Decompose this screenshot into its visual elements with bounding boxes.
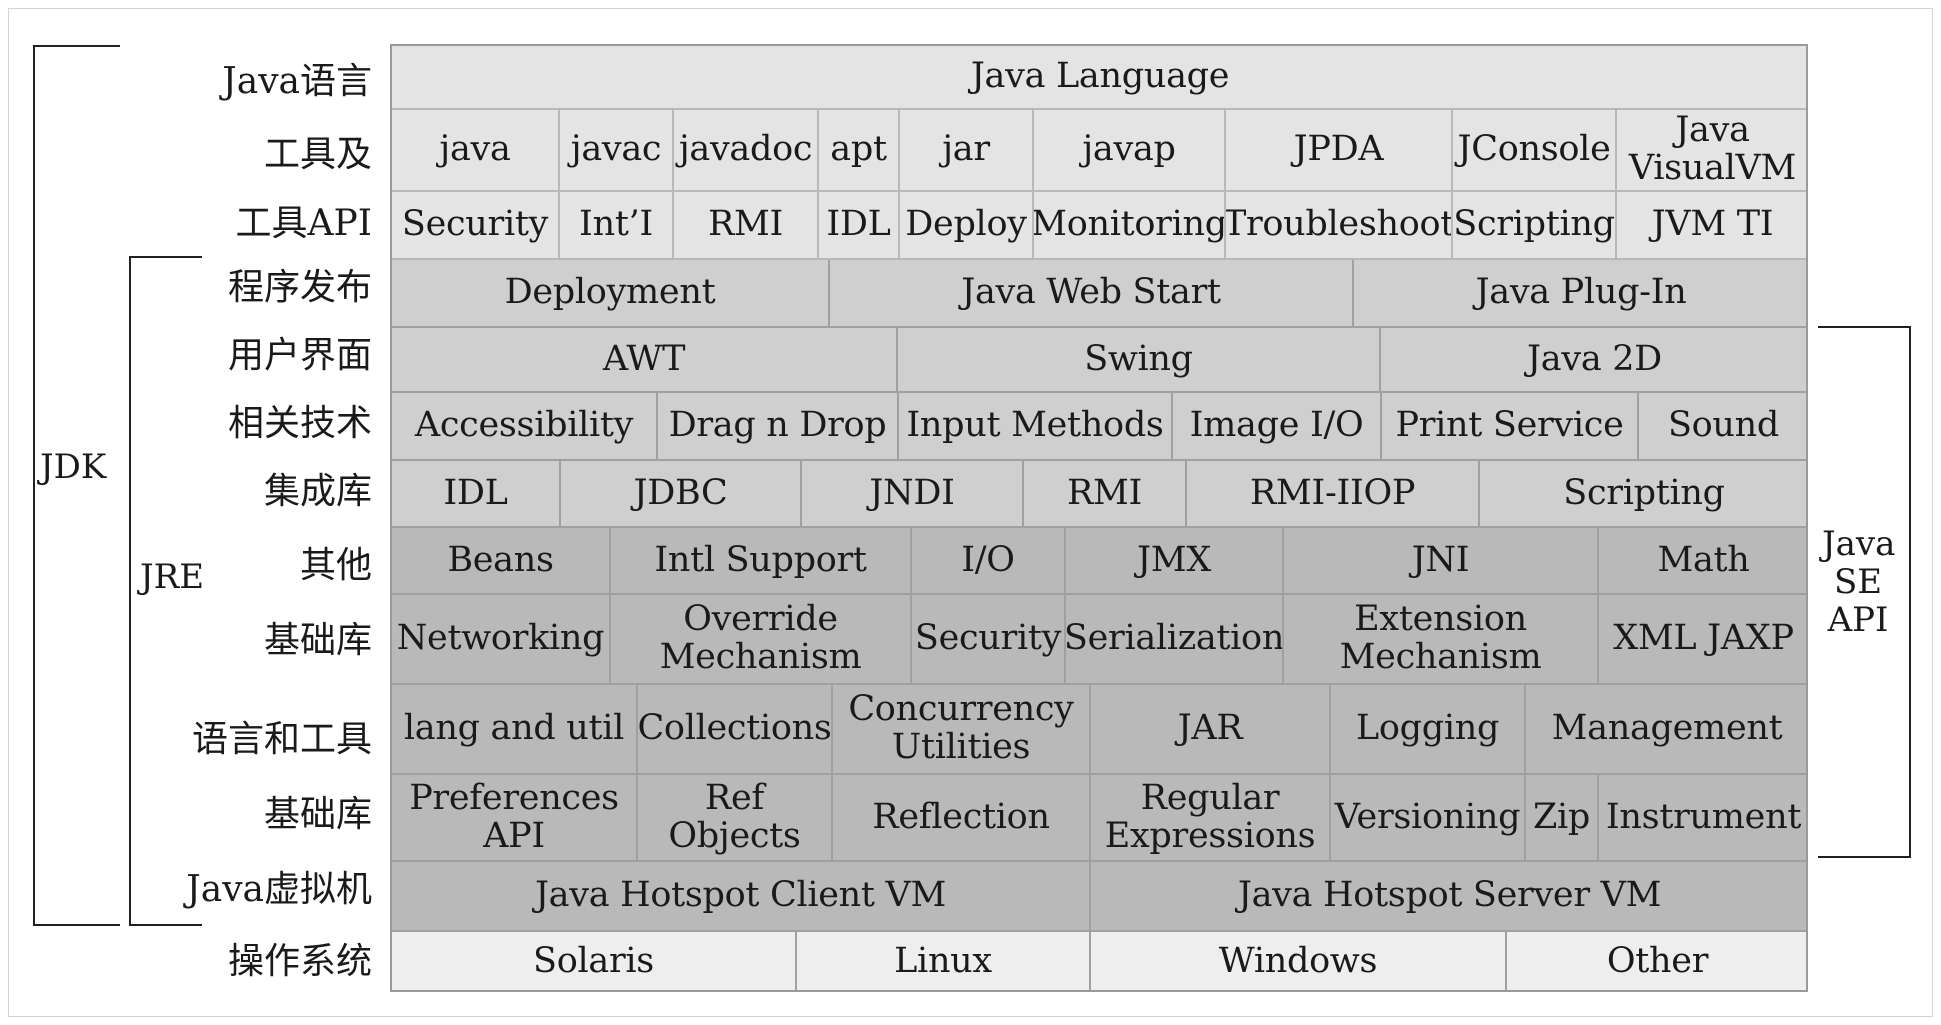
component-cell: Networking: [392, 595, 611, 685]
component-cell: AWT: [392, 328, 898, 393]
component-cell: Java 2D: [1381, 328, 1806, 393]
component-cell: Zip: [1526, 775, 1599, 862]
component-cell: JVM TI: [1617, 192, 1806, 260]
component-cell: JConsole: [1453, 110, 1617, 192]
component-cell: javap: [1034, 110, 1226, 192]
component-cell: Other: [1507, 932, 1806, 990]
component-cell: Java Hotspot Server VM: [1091, 862, 1806, 932]
component-cell: Troubleshoot: [1226, 192, 1453, 260]
component-cell: RMI: [674, 192, 819, 260]
component-cell: javadoc: [674, 110, 819, 192]
component-cell: Reflection: [833, 775, 1091, 862]
component-cell: XML JAXP: [1599, 595, 1806, 685]
component-cell: Instrument: [1599, 775, 1806, 862]
component-cell: Scripting: [1453, 192, 1617, 260]
component-cell: Security: [912, 595, 1066, 685]
component-cell: Collections: [638, 685, 833, 775]
component-cell: Solaris: [392, 932, 797, 990]
component-cell: I/O: [912, 528, 1066, 595]
component-cell: Java Web Start: [830, 260, 1354, 328]
row-label: 相关技术: [227, 403, 372, 444]
component-cell: Regular Expressions: [1091, 775, 1331, 862]
component-cell: Extension Mechanism: [1284, 595, 1599, 685]
component-cell: Print Service: [1382, 393, 1639, 461]
component-cell: Deployment: [392, 260, 830, 328]
component-cell: Math: [1599, 528, 1806, 595]
component-cell: JDBC: [561, 461, 802, 528]
java-se-api-bracket: [1818, 326, 1911, 858]
jre-label: JRE: [140, 557, 205, 597]
component-cell: JNI: [1284, 528, 1599, 595]
component-cell: Beans: [392, 528, 611, 595]
component-cell: RMI-IIOP: [1187, 461, 1480, 528]
component-cell: Linux: [797, 932, 1091, 990]
row-label: 基础库: [263, 620, 372, 661]
component-cell: Accessibility: [392, 393, 658, 461]
component-cell: IDL: [819, 192, 900, 260]
jre-bracket: [129, 256, 202, 926]
component-cell: Logging: [1331, 685, 1526, 775]
row-label: 工具API: [235, 203, 372, 244]
jdk-bracket: [33, 45, 120, 926]
row-label: 语言和工具: [191, 719, 372, 760]
component-cell: java: [392, 110, 560, 192]
component-cell: Sound: [1639, 393, 1806, 461]
component-cell: JPDA: [1226, 110, 1453, 192]
component-cell: Preferences API: [392, 775, 638, 862]
component-cell: Input Methods: [899, 393, 1173, 461]
component-cell: Versioning: [1331, 775, 1526, 862]
component-cell: JAR: [1091, 685, 1331, 775]
row-label: 程序发布: [227, 267, 372, 308]
component-cell: JMX: [1066, 528, 1284, 595]
component-cell: Security: [392, 192, 560, 260]
component-cell: Monitoring: [1034, 192, 1226, 260]
component-cell: Swing: [898, 328, 1381, 393]
row-label: Java虚拟机: [186, 869, 372, 910]
component-cell: Java Plug-In: [1354, 260, 1806, 328]
row-label: Java语言: [222, 61, 372, 102]
jdk-label: JDK: [40, 447, 107, 487]
component-cell: Ref Objects: [638, 775, 833, 862]
row-label: 基础库: [263, 794, 372, 835]
component-cell: Java Language: [392, 46, 1806, 110]
component-cell: lang and util: [392, 685, 638, 775]
component-cell: Override Mechanism: [611, 595, 912, 685]
component-cell: Java VisualVM: [1617, 110, 1806, 192]
component-cell: Int’I: [560, 192, 674, 260]
component-cell: javac: [560, 110, 674, 192]
component-cell: jar: [900, 110, 1034, 192]
java-se-api-label: Java SE API: [1822, 524, 1896, 641]
component-cell: Drag n Drop: [658, 393, 899, 461]
row-label: 其他: [299, 545, 372, 586]
row-label: 用户界面: [227, 335, 372, 376]
diagram-frame: [8, 8, 1933, 1017]
component-cell: apt: [819, 110, 900, 192]
component-cell: Scripting: [1480, 461, 1806, 528]
component-cell: Deploy: [900, 192, 1034, 260]
component-cell: Intl Support: [611, 528, 912, 595]
component-cell: RMI: [1024, 461, 1187, 528]
row-label: 集成库: [263, 471, 372, 512]
component-cell: Windows: [1091, 932, 1507, 990]
component-cell: Serialization: [1066, 595, 1284, 685]
component-cell: IDL: [392, 461, 561, 528]
component-cell: Java Hotspot Client VM: [392, 862, 1091, 932]
row-label: 操作系统: [227, 941, 372, 982]
row-label: 工具及: [263, 134, 372, 175]
component-cell: Concurrency Utilities: [833, 685, 1091, 775]
component-cell: JNDI: [802, 461, 1024, 528]
component-cell: Management: [1526, 685, 1806, 775]
component-cell: Image I/O: [1173, 393, 1382, 461]
